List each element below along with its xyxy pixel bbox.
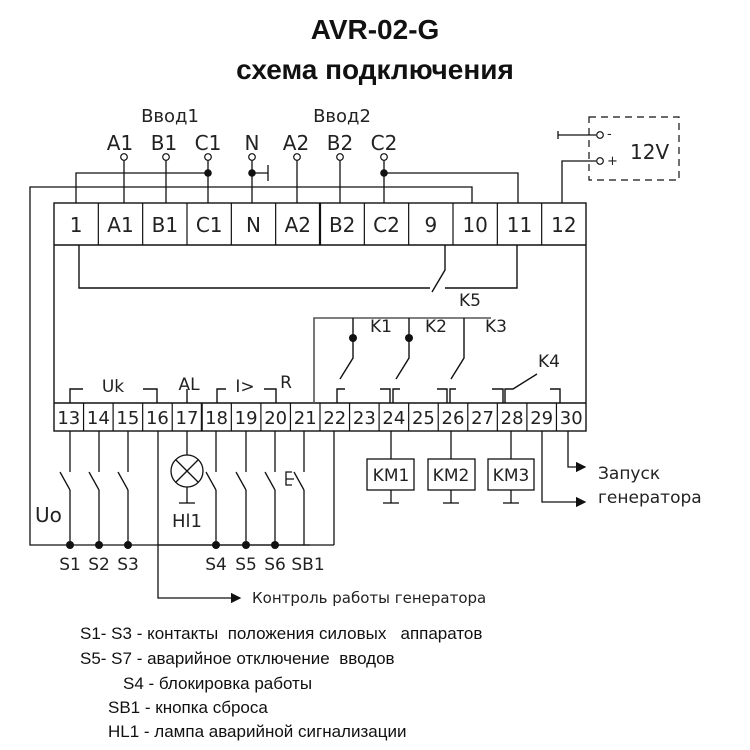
bottom-terminal-label: 16 xyxy=(146,408,169,429)
legend-item: S4 - блокировка работы xyxy=(123,674,313,693)
switch-s4-label: S4 xyxy=(205,555,227,575)
generator-start-label-2: генератора xyxy=(598,488,702,508)
group-i-label: I> xyxy=(235,377,254,397)
bottom-terminal-label: 26 xyxy=(442,408,465,429)
phase-label: B1 xyxy=(151,131,177,155)
bottom-terminal-label: 13 xyxy=(57,408,80,429)
bottom-terminal-label: 23 xyxy=(353,408,376,429)
phase-label: A1 xyxy=(107,131,133,155)
lamp-hl1-label: Hl1 xyxy=(172,511,202,532)
top-terminal-label: 1 xyxy=(70,213,83,237)
bottom-terminal-label: 22 xyxy=(323,408,346,429)
supply-minus: - xyxy=(607,127,612,142)
switch-s2-label: S2 xyxy=(88,555,110,575)
switch-s3-label: S3 xyxy=(117,555,139,575)
phase-label: N xyxy=(245,131,260,155)
switch-s5-label: S5 xyxy=(235,555,257,575)
uo-label: Uo xyxy=(35,503,62,527)
group-r-label: R xyxy=(280,373,292,393)
group-uk-label: Uk xyxy=(102,377,124,397)
top-terminal-label: 11 xyxy=(507,213,532,237)
contactor-km1-label: KM1 xyxy=(373,466,410,486)
k1-contact xyxy=(339,318,354,380)
km2-coil xyxy=(427,458,476,491)
contactor-km2-label: KM2 xyxy=(433,466,470,486)
bottom-terminal-label: 29 xyxy=(530,408,553,429)
relay-k1-label: K1 xyxy=(370,317,392,337)
k5-contact xyxy=(431,245,446,293)
generator-start-label-1: Запуск xyxy=(598,464,660,484)
input2-label: Ввод2 xyxy=(313,106,371,127)
bottom-terminal-label: 25 xyxy=(412,408,435,429)
phase-label: A2 xyxy=(283,131,309,155)
bottom-terminal-label: 28 xyxy=(501,408,524,429)
bottom-terminal-label: 14 xyxy=(87,408,110,429)
phase-label: C1 xyxy=(195,131,222,155)
top-terminal-label: 10 xyxy=(462,213,487,237)
top-terminal-label: N xyxy=(246,213,261,237)
top-terminal-label: C1 xyxy=(196,213,223,237)
diagram-title: AVR-02-G xyxy=(310,14,440,45)
contactor-km3-label: KM3 xyxy=(493,466,530,486)
bottom-terminal-label: 21 xyxy=(294,408,317,429)
phase-label: C2 xyxy=(371,131,398,155)
k3-contact xyxy=(450,318,465,380)
km3-coil xyxy=(487,458,535,491)
top-terminal-label: 9 xyxy=(424,213,437,237)
switch-s1-label: S1 xyxy=(59,555,81,575)
12v-supply-box xyxy=(588,116,680,181)
input1-label: Ввод1 xyxy=(141,106,199,127)
bottom-terminal-label: 20 xyxy=(264,408,287,429)
supply-plus: + xyxy=(607,154,618,169)
top-terminal-label: 12 xyxy=(551,213,576,237)
bottom-terminal-label: 17 xyxy=(176,408,199,429)
generator-control-label: Контроль работы генератора xyxy=(252,589,486,607)
switch-sb1-label: SB1 xyxy=(291,555,324,575)
top-terminal-label: C2 xyxy=(373,213,400,237)
supply-voltage: 12V xyxy=(630,140,669,164)
phase-label: B2 xyxy=(327,131,353,155)
relay-k3-label: K3 xyxy=(485,317,507,337)
relay-k5-label: K5 xyxy=(459,291,481,311)
group-al-label: AL xyxy=(178,375,200,395)
top-terminal-label: A2 xyxy=(285,213,311,237)
bottom-terminal-label: 15 xyxy=(116,408,139,429)
relay-k4-label: K4 xyxy=(538,352,560,372)
diagram-subtitle: схема подключения xyxy=(236,54,514,85)
legend-item: SB1 - кнопка сброса xyxy=(108,698,268,717)
bottom-terminal-label: 30 xyxy=(560,408,583,429)
bottom-terminal-label: 18 xyxy=(205,408,228,429)
legend-item: S1- S3 - контакты положения силовых аппа… xyxy=(80,624,483,643)
k4-contact xyxy=(504,373,538,403)
relay-k2-label: K2 xyxy=(425,317,447,337)
top-terminal-label: B1 xyxy=(152,213,178,237)
top-terminal-label: A1 xyxy=(107,213,133,237)
top-terminal-label: B2 xyxy=(329,213,355,237)
bottom-terminal-label: 19 xyxy=(235,408,258,429)
bottom-terminal-label: 27 xyxy=(471,408,494,429)
km1-coil xyxy=(366,458,415,491)
k2-contact xyxy=(395,318,410,380)
legend-item: HL1 - лампа аварийной сигнализации xyxy=(108,722,407,741)
bottom-terminal-label: 24 xyxy=(382,408,405,429)
legend-item: S5- S7 - аварийное отключение вводов xyxy=(80,649,395,668)
switch-s6-label: S6 xyxy=(264,555,286,575)
